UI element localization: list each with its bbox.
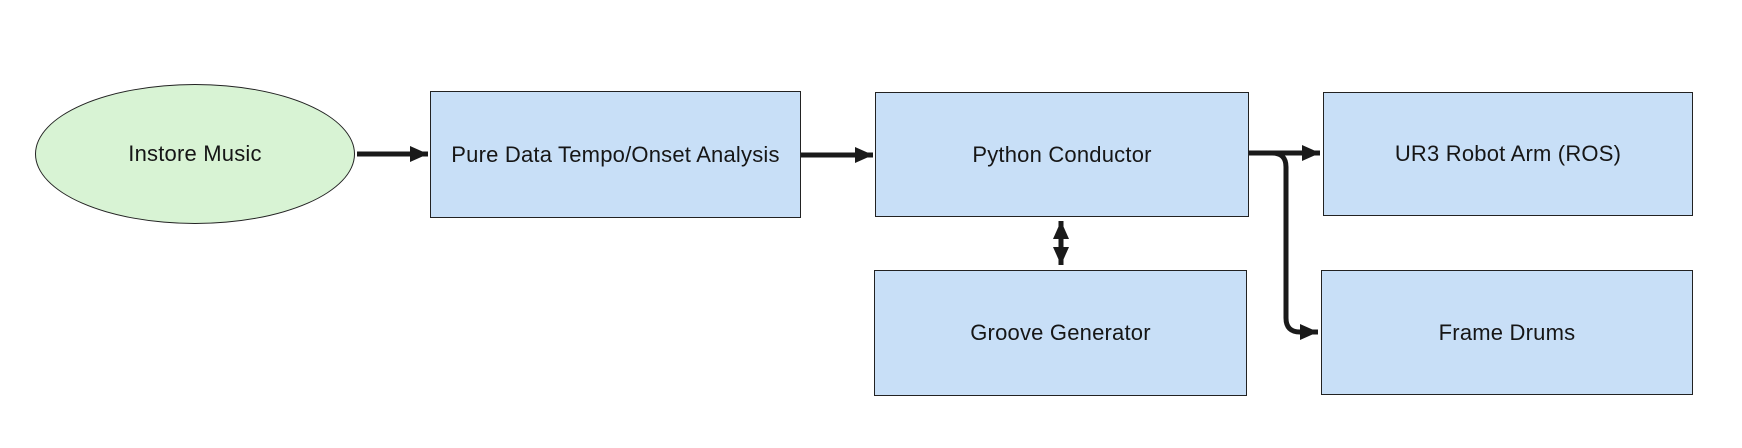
node-python-conductor-label: Python Conductor [972, 141, 1152, 167]
node-python-conductor: Python Conductor [875, 92, 1249, 217]
node-groove-generator-label: Groove Generator [970, 320, 1151, 345]
edge-python-to-framedrums [1271, 150, 1318, 340]
node-instore-music-label: Instore Music [128, 141, 262, 166]
node-frame-drums: Frame Drums [1321, 270, 1693, 395]
node-ur3-robot-arm-label: UR3 Robot Arm (ROS) [1394, 141, 1622, 166]
node-groove-generator: Groove Generator [874, 270, 1247, 396]
node-pure-data-analysis-label: Pure Data Tempo/Onset Analysis [451, 141, 780, 167]
node-pure-data-analysis: Pure Data Tempo/Onset Analysis [430, 91, 801, 218]
node-frame-drums-label: Frame Drums [1438, 319, 1576, 345]
node-ur3-robot-arm: UR3 Robot Arm (ROS) [1323, 92, 1693, 216]
node-instore-music: Instore Music [35, 84, 355, 224]
